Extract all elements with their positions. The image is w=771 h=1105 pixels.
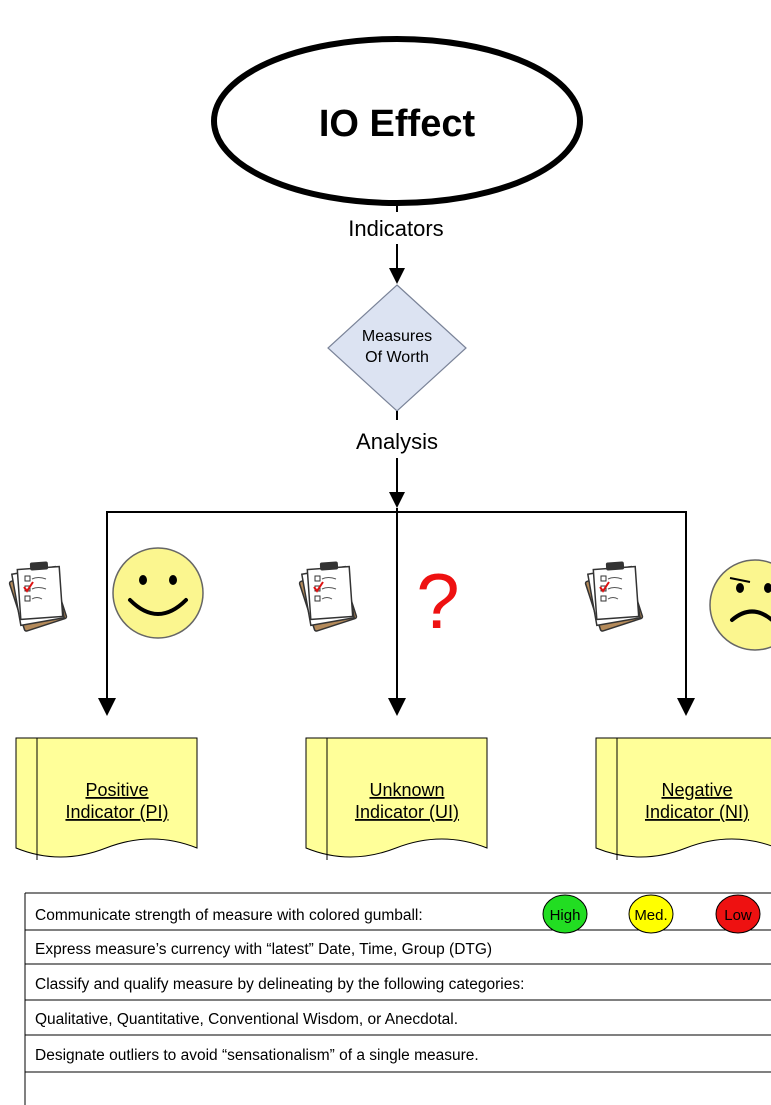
arrow-head — [388, 698, 406, 716]
indicator-line1: Negative — [661, 780, 732, 800]
arrow-head — [389, 492, 405, 508]
clipboard-icon — [584, 560, 644, 633]
analysis-label: Analysis — [356, 429, 438, 454]
measures-of-worth-diamond — [327, 284, 467, 412]
indicator-line1: Unknown — [369, 780, 444, 800]
io-effect-ellipse — [211, 36, 583, 206]
table-row: Classify and qualify measure by delineat… — [35, 976, 524, 993]
indicator-line2: Indicator (PI) — [65, 802, 168, 822]
arrow-head — [389, 268, 405, 284]
gumball-label: Med. — [634, 907, 667, 924]
smiley-face-icon — [112, 547, 204, 639]
decision-line2: Of Worth — [365, 349, 429, 366]
table-row: Designate outliers to avoid “sensational… — [35, 1047, 479, 1064]
positive-indicator-document: Positive Indicator (PI) — [15, 737, 198, 860]
unknown-indicator-document: Unknown Indicator (UI) — [305, 737, 488, 860]
indicator-line2: Indicator (NI) — [645, 802, 749, 822]
gumball-label: Low — [724, 907, 752, 924]
table-row: Qualitative, Quantitative, Conventional … — [35, 1011, 458, 1028]
clipboard-icon — [298, 560, 358, 633]
frown-face-icon — [709, 559, 771, 651]
indicator-line1: Positive — [85, 780, 148, 800]
table-row: Communicate strength of measure with col… — [35, 907, 423, 924]
arrow-head — [677, 698, 695, 716]
measures-table: Communicate strength of measure with col… — [24, 892, 771, 1105]
title: IO Effect — [319, 103, 476, 145]
arrow-head — [98, 698, 116, 716]
negative-indicator-document: Negative Indicator (NI) — [595, 737, 771, 860]
indicator-line2: Indicator (UI) — [355, 802, 459, 822]
gumball-low: Low — [715, 894, 761, 934]
gumball-high: High — [542, 894, 588, 934]
gumball-med: Med. — [628, 894, 674, 934]
question-mark-icon: ? — [416, 557, 459, 645]
table-row: Express measure’s currency with “latest”… — [35, 941, 492, 958]
clipboard-icon — [8, 560, 68, 633]
decision-line1: Measures — [362, 328, 432, 345]
gumball-label: High — [550, 907, 581, 924]
indicators-label: Indicators — [348, 216, 443, 241]
